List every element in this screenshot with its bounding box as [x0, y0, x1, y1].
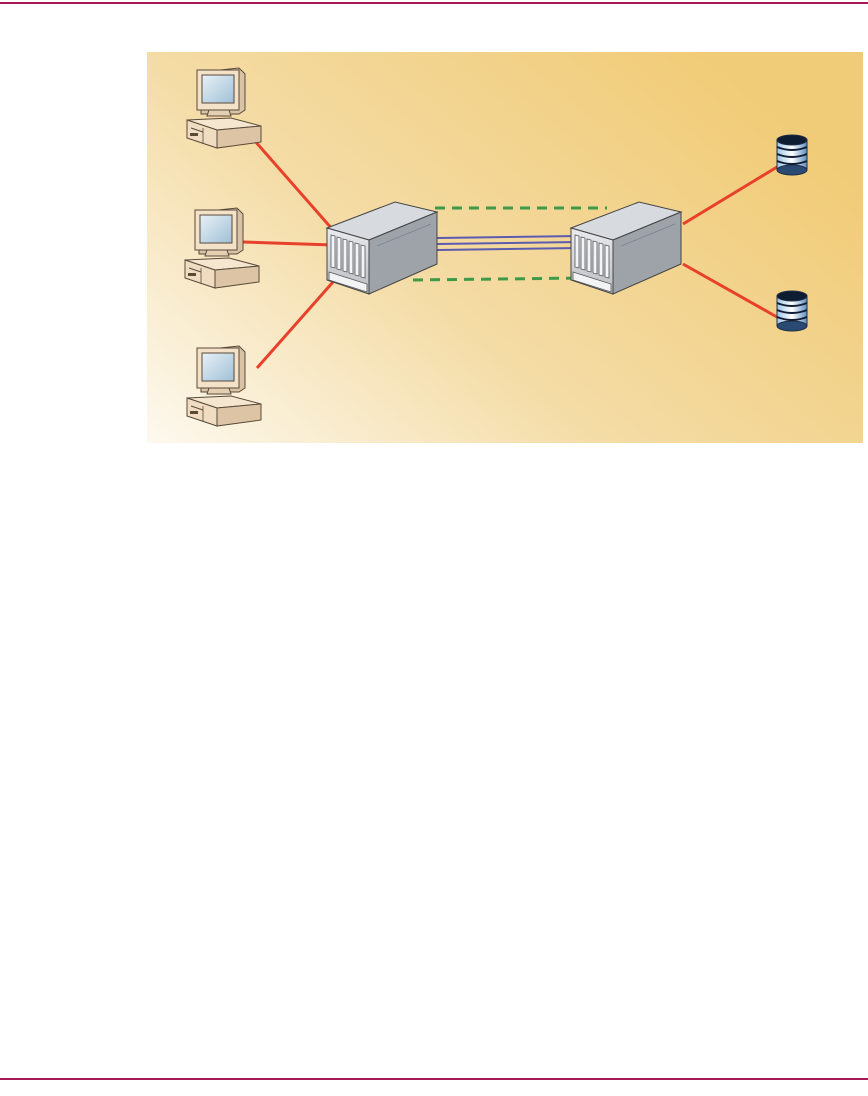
footer-rule — [0, 1078, 868, 1080]
diagram-background — [147, 52, 863, 443]
header-rule — [0, 2, 868, 4]
san-topology-diagram — [147, 52, 863, 443]
storage-2-icon — [777, 291, 807, 331]
diagram-canvas — [147, 52, 863, 443]
storage-1-icon — [777, 135, 807, 175]
